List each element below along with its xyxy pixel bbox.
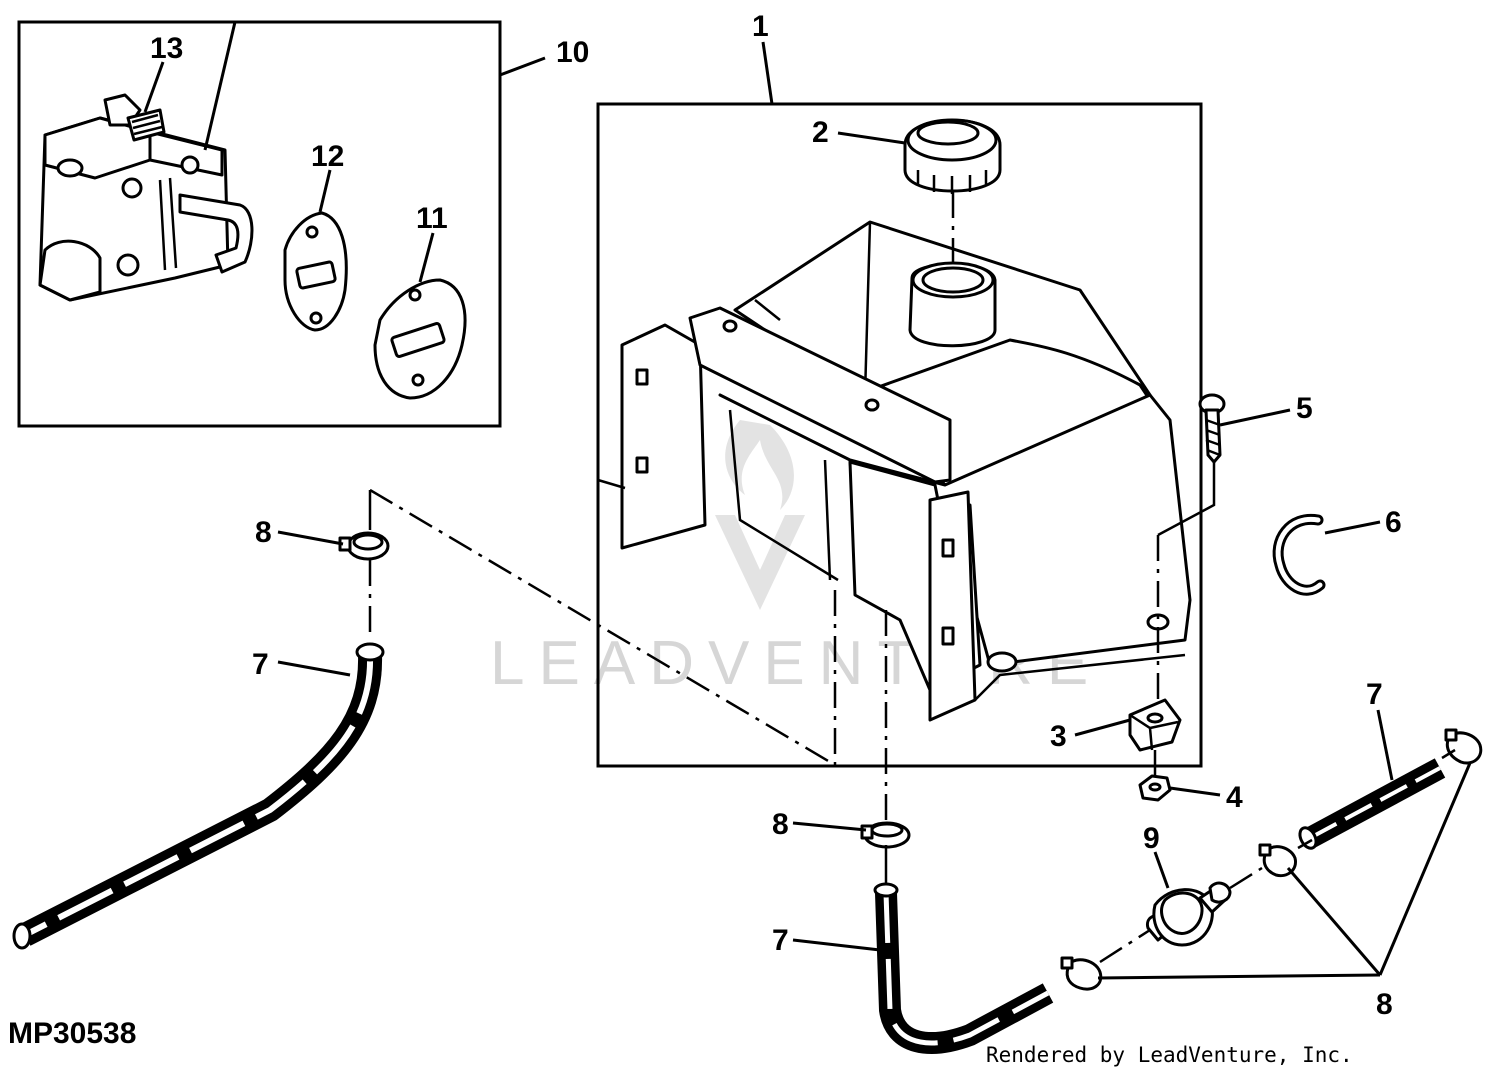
fuel-pump-drawing xyxy=(38,93,254,302)
callout-8-left: 8 xyxy=(255,516,272,549)
callout-10: 10 xyxy=(556,36,589,69)
gasket-11-drawing xyxy=(373,278,467,400)
retaining-clip-drawing xyxy=(1272,513,1326,596)
callout-8-mid: 8 xyxy=(772,808,789,841)
fuel-tank-drawing xyxy=(597,220,1192,722)
gasket-12-drawing xyxy=(283,211,348,332)
clamp-mid-drawing xyxy=(860,821,911,849)
fuel-cap-drawing xyxy=(903,118,1002,194)
screw-drawing xyxy=(1198,393,1226,464)
callout-7-mid: 7 xyxy=(772,924,789,957)
leader-lines xyxy=(143,21,1472,980)
callout-4: 4 xyxy=(1226,781,1243,814)
callout-1: 1 xyxy=(752,10,769,43)
grommet-drawing xyxy=(1128,698,1182,752)
callout-13: 13 xyxy=(150,32,183,65)
callout-7-left: 7 xyxy=(252,648,269,681)
callout-6: 6 xyxy=(1385,506,1402,539)
callout-12: 12 xyxy=(311,140,344,173)
callout-9: 9 xyxy=(1143,822,1160,855)
callouts: 1 2 3 4 5 6 7 7 7 8 8 8 9 10 11 12 13 xyxy=(150,10,1402,1021)
diagram-code: MP30538 xyxy=(8,1017,136,1050)
credit-text: Rendered by LeadVenture, Inc. xyxy=(986,1043,1353,1067)
callout-7-right: 7 xyxy=(1366,678,1383,711)
clamp-left-drawing xyxy=(338,531,390,561)
fuel-filter-drawing xyxy=(1145,881,1232,947)
fuel-line-mid-drawing xyxy=(873,882,1054,1054)
callout-5: 5 xyxy=(1296,392,1313,425)
fuel-tank-box xyxy=(596,102,1203,768)
fuel-line-left-drawing xyxy=(12,642,385,950)
connection-lines xyxy=(368,192,1456,964)
nut-drawing xyxy=(1138,774,1172,802)
callout-2: 2 xyxy=(812,116,829,149)
callout-11: 11 xyxy=(416,202,448,235)
fuel-line-right-drawing xyxy=(1298,758,1446,850)
callout-3: 3 xyxy=(1050,720,1067,753)
callout-8-group: 8 xyxy=(1376,988,1393,1021)
fuel-pump-inset xyxy=(17,20,502,428)
